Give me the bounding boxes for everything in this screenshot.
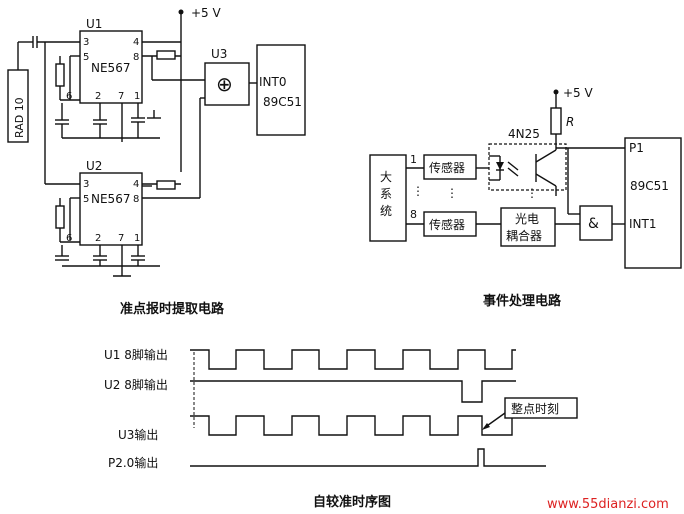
- callout-arrow-icon: [482, 423, 490, 430]
- u2-pin3: 3: [83, 179, 89, 190]
- optocoupler-package: [488, 143, 567, 191]
- u2-pin1: 1: [134, 233, 140, 244]
- mcu-chip-label-right: 89C51: [630, 179, 669, 193]
- system-char-3: 统: [380, 204, 392, 218]
- u3-waveform: [190, 415, 516, 436]
- callout-label: 整点时刻: [511, 401, 559, 416]
- timing-label-u1: U1 8脚输出: [104, 347, 168, 362]
- photocoupler-box: [500, 207, 556, 247]
- u1-chip: [79, 30, 143, 104]
- u1-pin6: 6: [66, 91, 72, 102]
- u1-chip-label: NE567: [91, 61, 130, 75]
- and-gate-symbol: &: [588, 216, 599, 232]
- system-char-2: 系: [380, 187, 392, 201]
- mcu-int0-label: INT0: [259, 75, 286, 89]
- caption-event-circuit: 事件处理电路: [483, 293, 562, 309]
- u1-pin5: 5: [83, 52, 89, 63]
- callout-box: [504, 397, 578, 419]
- and-gate: [579, 205, 613, 241]
- system-char-1: 大: [380, 170, 392, 184]
- time-signal-extraction-circuit: +5 V U1 NE567 3 4 5 8 6 2 7 1 U2 NE567 3…: [7, 6, 306, 317]
- u1-pin8: 8: [133, 52, 139, 63]
- u2-chip: [79, 172, 143, 246]
- led-icon: [496, 162, 504, 170]
- u2-pin4: 4: [133, 179, 139, 190]
- ellipsis-3: ⋮: [526, 186, 538, 200]
- timing-label-u2: U2 8脚输出: [104, 377, 168, 392]
- u2-pin8: 8: [133, 194, 139, 205]
- caption-timing: 自较准时序图: [313, 494, 391, 510]
- u1-timing-resistor: [55, 63, 65, 87]
- caption-extraction-circuit: 准点报时提取电路: [120, 301, 225, 317]
- u2-waveform: [190, 380, 516, 403]
- timing-label-p20: P2.0输出: [108, 455, 158, 470]
- u2-pin5: 5: [83, 194, 89, 205]
- mcu-89c51-right: [624, 137, 682, 269]
- u2-ref: U2: [86, 159, 102, 173]
- u1-pin4: 4: [133, 37, 139, 48]
- u1-pin3: 3: [83, 37, 89, 48]
- u1-waveform: [190, 349, 516, 370]
- mcu-int1-label: INT1: [629, 217, 656, 231]
- sensor-label-1: 传感器: [429, 160, 465, 175]
- u1-pin2: 2: [95, 91, 101, 102]
- system-box: [369, 154, 407, 242]
- ellipsis-2: ⋮: [446, 186, 458, 200]
- radio-label: RAD 10: [13, 97, 26, 138]
- u1-ref: U1: [86, 17, 102, 31]
- timing-label-u3: U3输出: [118, 427, 158, 442]
- u3-ref: U3: [211, 47, 227, 61]
- u2-timing-resistor: [55, 205, 65, 229]
- optocoupler-label: 4N25: [508, 127, 540, 141]
- sensor-box-8: [423, 211, 477, 237]
- mcu-89c51-left: [256, 44, 306, 136]
- u3-gate: [204, 62, 250, 106]
- supply-label-right: +5 V: [563, 86, 594, 100]
- u2-pin2: 2: [95, 233, 101, 244]
- xor-icon: ⊕: [216, 72, 233, 96]
- u1-pullup-resistor: [156, 50, 176, 60]
- mcu-chip-label-left: 89C51: [263, 95, 302, 109]
- p20-waveform: [190, 448, 546, 467]
- resistor-label: R: [566, 115, 574, 129]
- u1-pin1: 1: [134, 91, 140, 102]
- mcu-p1-label: P1: [629, 141, 644, 155]
- coupler-line-2: 耦合器: [506, 228, 542, 243]
- u2-pin7: 7: [118, 233, 124, 244]
- u1-pin7: 7: [118, 91, 124, 102]
- u2-pin6: 6: [66, 233, 72, 244]
- u2-pullup-resistor: [156, 180, 176, 190]
- coupler-line-1: 光电: [515, 212, 539, 226]
- event-processing-circuit: +5 V R 大 系 统 1 8 传感器 传感器 ⋮ ⋮ ⋮ 4N25: [369, 86, 682, 309]
- pullup-resistor-r: [550, 107, 562, 135]
- sensor-box-1: [423, 154, 477, 180]
- channel-1-label: 1: [410, 153, 417, 166]
- u2-chip-label: NE567: [91, 192, 130, 206]
- timing-diagram: U1 8脚输出 U2 8脚输出 U3输出 P2.0输出 整点时刻 自较准时序图: [104, 347, 578, 510]
- sensor-label-8: 传感器: [429, 217, 465, 232]
- channel-8-label: 8: [410, 208, 417, 221]
- supply-label: +5 V: [191, 6, 222, 20]
- watermark: www.55dianzi.com: [547, 497, 669, 512]
- ellipsis-1: ⋮: [412, 184, 424, 198]
